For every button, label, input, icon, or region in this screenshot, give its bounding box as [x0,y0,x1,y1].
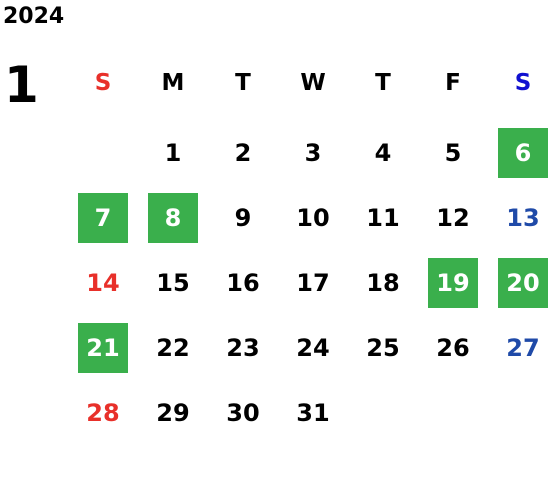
day-number: 17 [296,268,330,297]
day-number: 5 [444,138,462,167]
day-number: 13 [506,203,540,232]
holiday-day-number: 20 [498,257,548,308]
day-number: 27 [506,333,540,362]
day-number: 2 [234,138,252,167]
empty-day-cell [488,380,548,445]
day-cell: 11 [348,185,418,250]
day-cell: 30 [208,380,278,445]
holiday-day-number: 6 [498,127,548,178]
day-number: 9 [234,203,252,232]
day-number: 4 [374,138,392,167]
day-cell: 8 [138,185,208,250]
day-number: 24 [296,333,330,362]
day-cell: 13 [488,185,548,250]
holiday-day-number: 19 [428,257,478,308]
day-cell: 28 [68,380,138,445]
day-number: 14 [86,268,120,297]
day-cell: 25 [348,315,418,380]
day-cell: 12 [418,185,488,250]
day-number: 26 [436,333,470,362]
day-cell: 2 [208,120,278,185]
day-number: 11 [366,203,400,232]
day-number: 15 [156,268,190,297]
weekday-tuesday: T [235,69,251,96]
empty-day-cell [418,380,488,445]
day-cell: 19 [418,250,488,315]
day-cell: 4 [348,120,418,185]
day-cell: 18 [348,250,418,315]
empty-day-cell [68,120,138,185]
day-cell: 31 [278,380,348,445]
weekday-monday: M [161,69,185,96]
day-number: 22 [156,333,190,362]
day-cell: 1 [138,120,208,185]
holiday-day-number: 8 [148,192,198,243]
day-cell: 5 [418,120,488,185]
day-number: 28 [86,398,120,427]
day-cell: 6 [488,120,548,185]
day-number: 30 [226,398,260,427]
holiday-day-number: 7 [78,192,128,243]
weekday-sunday: S [94,69,112,96]
day-number: 18 [366,268,400,297]
day-cell: 23 [208,315,278,380]
weekday-header: S M T W T F S [68,55,548,110]
month-number: 1 [4,56,39,114]
weekday-wednesday: W [300,69,326,96]
empty-day-cell [348,380,418,445]
day-number: 25 [366,333,400,362]
day-number: 10 [296,203,330,232]
year-label: 2024 [3,4,65,29]
day-cell: 26 [418,315,488,380]
day-cell: 16 [208,250,278,315]
weekday-friday: F [445,69,461,96]
day-cell: 22 [138,315,208,380]
day-cell: 3 [278,120,348,185]
day-cell: 15 [138,250,208,315]
day-number: 1 [164,138,182,167]
weekday-saturday: S [514,69,532,96]
day-number: 3 [304,138,322,167]
day-number: 23 [226,333,260,362]
day-cell: 27 [488,315,548,380]
day-cell: 10 [278,185,348,250]
day-number: 16 [226,268,260,297]
day-number: 31 [296,398,330,427]
day-cell: 20 [488,250,548,315]
day-cell: 9 [208,185,278,250]
day-cell: 29 [138,380,208,445]
day-number: 29 [156,398,190,427]
day-cell: 7 [68,185,138,250]
day-cell: 24 [278,315,348,380]
day-cell: 17 [278,250,348,315]
day-cell: 21 [68,315,138,380]
holiday-day-number: 21 [78,322,128,373]
weekday-thursday: T [375,69,391,96]
day-cell: 14 [68,250,138,315]
day-number: 12 [436,203,470,232]
